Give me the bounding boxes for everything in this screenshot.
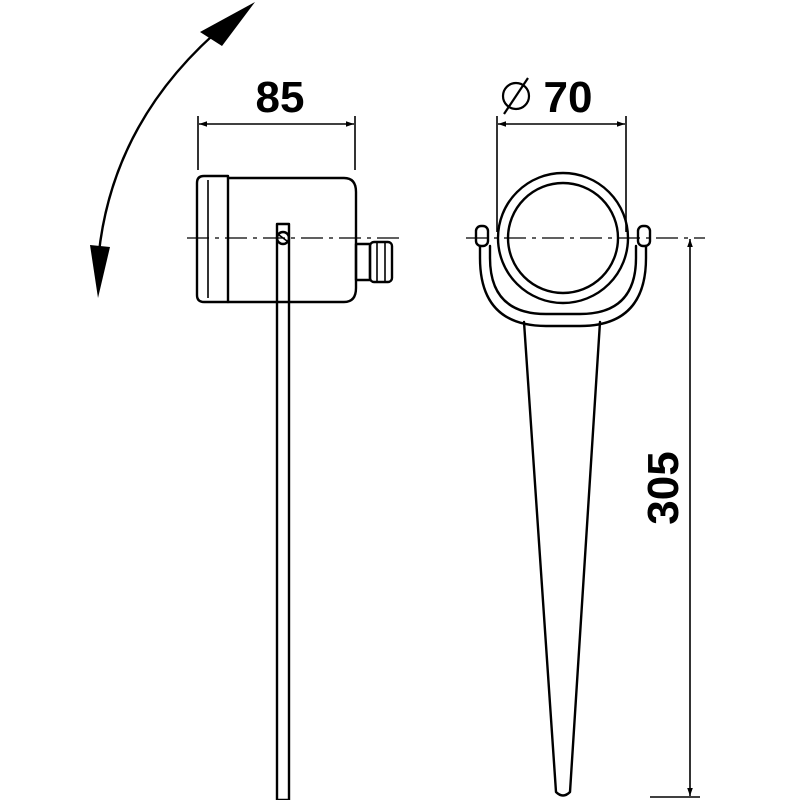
side-view: 85 (187, 73, 400, 800)
lamp-housing (226, 176, 358, 304)
width-dimension: 85 (197, 73, 356, 170)
diameter-icon (501, 77, 531, 115)
u-bracket (478, 244, 648, 328)
diameter-label: 70 (544, 73, 593, 122)
width-label: 85 (256, 73, 305, 122)
cable-gland (354, 240, 394, 284)
diameter-dimension: 70 (496, 73, 627, 232)
rotation-arrow-icon (90, 2, 255, 298)
ground-spike (522, 320, 602, 797)
height-label: 305 (639, 451, 688, 524)
bracket-ear-left (474, 224, 490, 248)
front-view: 70 305 (466, 73, 705, 798)
height-dimension: 305 (639, 239, 700, 798)
side-stake (275, 222, 291, 800)
lamp-front-bezel (195, 174, 230, 304)
bracket-ear-right (636, 224, 652, 248)
